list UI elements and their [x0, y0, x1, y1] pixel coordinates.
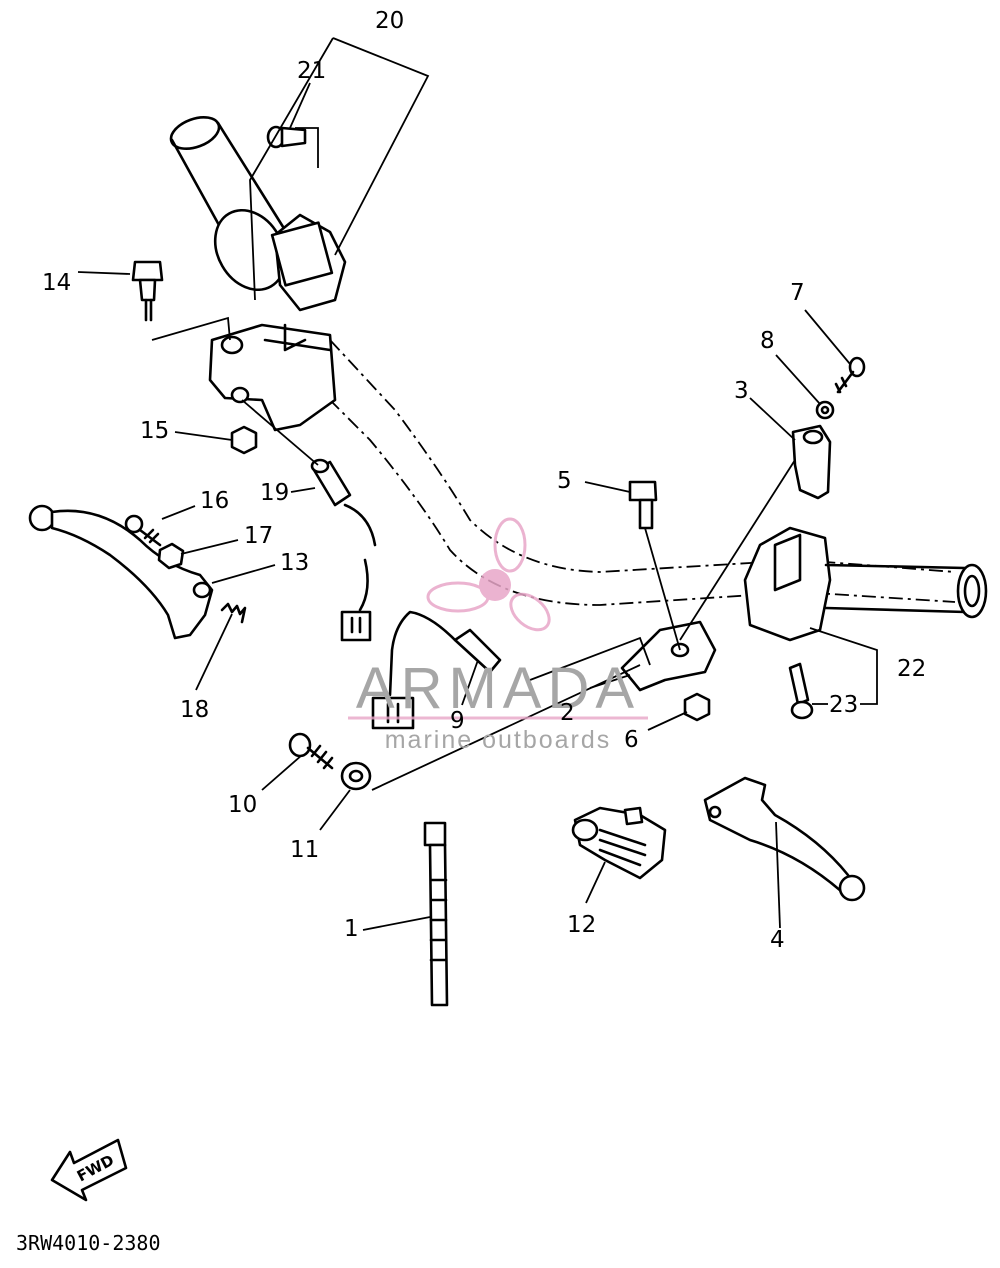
- screw-7: [834, 356, 866, 394]
- left-lever-holder: [208, 323, 337, 432]
- handlebar: [309, 339, 956, 606]
- holder-12: [571, 806, 667, 880]
- callout-23: 23: [829, 692, 858, 718]
- nut-15: [230, 425, 258, 455]
- nut-11: [340, 761, 372, 791]
- callout-22: 22: [897, 656, 926, 682]
- fwd-arrow: FWD: [50, 1138, 128, 1202]
- callout-13: 13: [280, 550, 309, 576]
- cable-tie-1: [423, 821, 449, 1007]
- callout-16: 16: [200, 488, 229, 514]
- callout-19: 19: [260, 480, 289, 506]
- bolt-14: [131, 260, 164, 322]
- watermark-tagline: marine outboards: [385, 726, 612, 754]
- callout-1: 1: [344, 916, 359, 942]
- callout-20: 20: [375, 8, 404, 34]
- callout-labels: 20 21 14 15 19 16 17 13 18 7 8 3 5 22 23…: [42, 8, 926, 953]
- watermark: ARMADA marine outboards: [348, 517, 648, 754]
- callout-7: 7: [790, 280, 805, 306]
- clutch-lever-13: [28, 504, 214, 640]
- screw-23: [788, 662, 814, 720]
- clutch-switch-19: [310, 458, 377, 642]
- brake-lever-4: [703, 776, 866, 902]
- washer-8: [815, 400, 835, 420]
- callout-9: 9: [450, 708, 465, 734]
- leader-lines: [77, 37, 878, 931]
- bolt-16: [124, 514, 162, 547]
- watermark-brand: ARMADA: [356, 656, 640, 721]
- callout-11: 11: [290, 837, 319, 863]
- diagram-code: 3RW4010-2380: [16, 1231, 161, 1255]
- propeller-logo: [426, 517, 551, 632]
- clamp-3: [791, 424, 832, 500]
- callout-6: 6: [624, 727, 639, 753]
- callout-4: 4: [770, 927, 785, 953]
- callout-8: 8: [760, 328, 775, 354]
- bolt-10: [288, 732, 334, 770]
- nut-6: [683, 692, 711, 722]
- callout-5: 5: [557, 468, 572, 494]
- callout-17: 17: [244, 523, 273, 549]
- callout-18: 18: [180, 697, 209, 723]
- callout-15: 15: [140, 418, 169, 444]
- callout-14: 14: [42, 270, 71, 296]
- callout-21: 21: [297, 58, 326, 84]
- screw-21: [266, 125, 307, 149]
- bolt-5: [628, 480, 658, 530]
- brake-switch-9: [371, 610, 502, 730]
- right-switch-housing-22: [743, 526, 832, 642]
- left-grip: [169, 116, 347, 312]
- callout-2: 2: [560, 700, 575, 726]
- brake-lever-holder-2: [620, 620, 717, 692]
- throttle-grip: [824, 563, 988, 619]
- callout-3: 3: [734, 378, 749, 404]
- nut-17: [157, 542, 185, 570]
- spring-18: [220, 602, 247, 624]
- callout-10: 10: [228, 792, 257, 818]
- callout-12: 12: [567, 912, 596, 938]
